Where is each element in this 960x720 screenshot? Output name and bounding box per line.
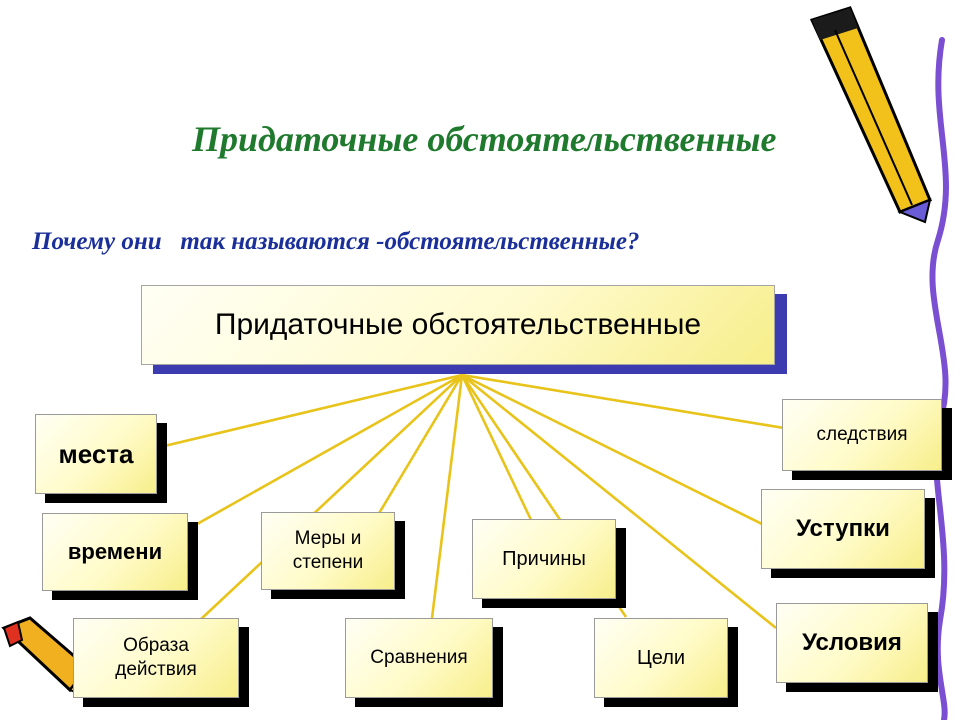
- slide-question: Почему они так называются -обстоятельств…: [32, 228, 640, 255]
- connector-lines: [155, 373, 785, 630]
- node-label: времени: [67, 539, 163, 565]
- slide-title: Придаточные обстоятельственные: [192, 119, 777, 159]
- node-label: Причины: [502, 547, 586, 570]
- node-sravneniya: Сравнения: [345, 618, 493, 698]
- node-label: Условия: [802, 629, 902, 656]
- connector-line: [460, 374, 534, 523]
- node-label: следствия: [816, 424, 908, 446]
- node-label: места: [58, 438, 134, 469]
- connector-line: [461, 373, 765, 527]
- node-mery: Меры и степени: [261, 512, 395, 590]
- node-label: Цели: [636, 646, 686, 669]
- pencil-icon: [809, 6, 932, 224]
- node-prichiny: Причины: [472, 519, 616, 599]
- node-mesta: места: [35, 414, 157, 494]
- node-obraza: Образа действия: [73, 618, 239, 698]
- connector-line: [199, 374, 463, 621]
- connector-line: [461, 373, 785, 430]
- root-node: Придаточные обстоятельственные: [141, 285, 775, 365]
- node-label: Уступки: [796, 515, 890, 542]
- node-label: Меры и степени: [292, 528, 364, 573]
- connector-line: [155, 373, 463, 450]
- node-label: Сравнения: [370, 647, 468, 669]
- root-node-label: Придаточные обстоятельственные: [214, 308, 702, 342]
- node-usloviya: Условия: [776, 603, 928, 683]
- connector-line: [461, 373, 777, 630]
- node-celi: Цели: [594, 618, 728, 698]
- node-vremeni: времени: [42, 513, 188, 591]
- node-label: Образа действия: [115, 635, 197, 680]
- connector-line: [430, 374, 464, 619]
- connector-line: [189, 373, 463, 530]
- node-ustupki: Уступки: [761, 489, 925, 569]
- node-sledstviya: следствия: [782, 399, 942, 471]
- purple-ribbon: [929, 37, 949, 720]
- connector-line: [370, 374, 464, 526]
